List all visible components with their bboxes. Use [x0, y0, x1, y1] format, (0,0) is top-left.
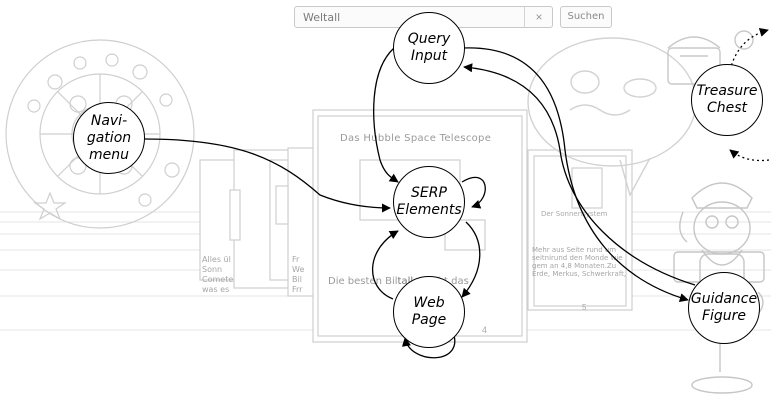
node-navigation-menu-label: Navi- gation menu [86, 112, 132, 163]
book-caption-start: Die besten Bil [328, 276, 398, 287]
edge-serp-self-loop [461, 176, 486, 209]
search-value: Weltall [303, 11, 341, 24]
edge-treasure-out [729, 27, 769, 71]
book-right-heading: Der Sonnensystem [541, 210, 608, 218]
edge-query-to-guidance [462, 47, 689, 303]
search-button[interactable]: Suchen [560, 6, 612, 28]
edge-query-to-serp [373, 47, 399, 183]
node-navigation-menu: Navi- gation menu [73, 102, 145, 174]
book-title: Das Hubble Space Telescope [340, 133, 492, 144]
edge-treasure-in [729, 149, 770, 162]
book-right-page-number: 5 [582, 303, 587, 312]
node-treasure-chest-label: Treasure Chest [696, 83, 758, 116]
node-guidance-figure: Guidance Figure [688, 272, 760, 344]
clear-search-button[interactable]: × [524, 7, 553, 27]
book-caption-highlight: tall [397, 276, 414, 287]
edge-navigation-to-serp [144, 138, 391, 213]
edge-webpage-to-serp [371, 230, 399, 300]
node-web-page-label: Web Page [411, 295, 447, 328]
book-left-text: Alles ül Sonn Comete was es [202, 255, 234, 294]
edge-webpage-self-loop [401, 329, 456, 359]
node-guidance-figure-label: Guidance Figure [690, 291, 758, 324]
book-mid-text: Fr We Bil Frr [292, 255, 305, 294]
edge-guidance-to-query [463, 63, 696, 286]
node-query-input-label: Query Input [407, 31, 451, 64]
book-right-text: Mehr aus Seite rund um seitnirund den Mo… [532, 246, 627, 278]
node-treasure-chest: Treasure Chest [691, 64, 763, 136]
node-web-page: Web Page [393, 276, 465, 348]
node-query-input: Query Input [393, 12, 465, 84]
edge-serp-to-webpage [461, 221, 481, 298]
node-serp-elements: SERP Elements [393, 166, 465, 238]
node-serp-elements-label: SERP Elements [396, 185, 462, 218]
book-page-number: 4 [482, 325, 488, 335]
